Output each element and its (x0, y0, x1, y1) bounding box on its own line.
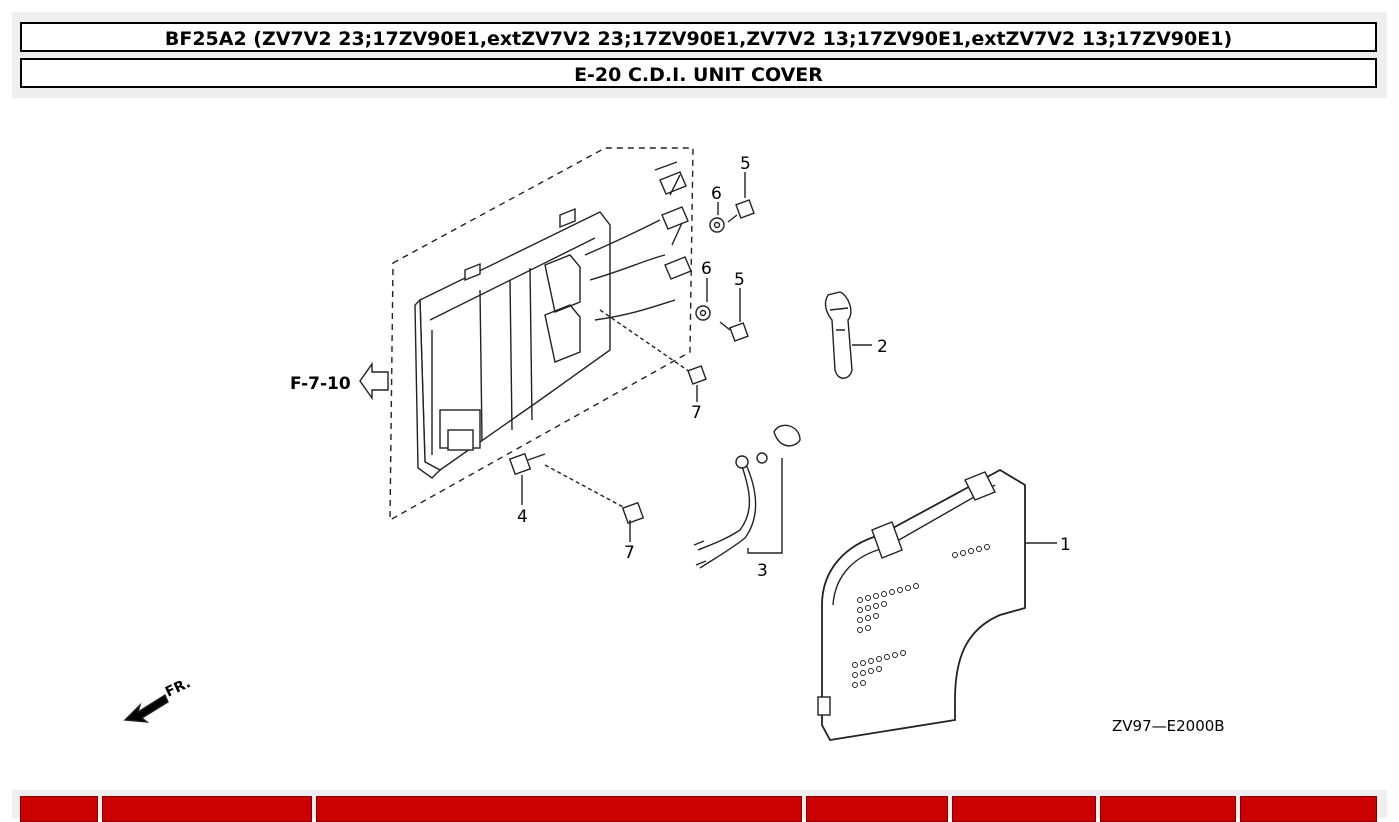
callout-7b[interactable]: 7 (624, 543, 635, 563)
cdi-unit (414, 161, 692, 479)
front-direction-arrow-icon (123, 693, 169, 723)
reference-label[interactable]: F-7-10 (290, 374, 351, 394)
wire-harness-3 (693, 424, 801, 569)
cover-1 (817, 468, 1026, 741)
callout-1[interactable]: 1 (1060, 535, 1071, 555)
bolt-4 (508, 452, 546, 476)
clip-2 (824, 291, 853, 379)
callout-2[interactable]: 2 (877, 337, 888, 357)
section-title: E-20 C.D.I. UNIT COVER (20, 58, 1377, 88)
parts-table-header (12, 790, 1387, 822)
bolt-7-lower (544, 464, 645, 525)
callout-6b[interactable]: 6 (701, 259, 712, 279)
table-header-cell (806, 796, 948, 822)
table-header-cell (952, 796, 1096, 822)
callout-3[interactable]: 3 (757, 561, 768, 581)
callout-5b[interactable]: 5 (734, 270, 745, 290)
diagram-code: ZV97—E2000B (1112, 717, 1225, 735)
table-header-cell (1240, 796, 1377, 822)
header-panel: BF25A2 (ZV7V2 23;17ZV90E1,extZV7V2 23;17… (12, 12, 1387, 98)
bolt-5-upper (727, 199, 755, 223)
washer-6-lower (695, 305, 711, 321)
assembly-outline (389, 147, 694, 522)
table-header-cell (1100, 796, 1236, 822)
callout-4[interactable]: 4 (517, 507, 528, 527)
front-label: FR. (163, 675, 193, 700)
bolt-5-lower (719, 321, 749, 342)
callout-6a[interactable]: 6 (711, 184, 722, 204)
table-header-cell (20, 796, 98, 822)
washer-6-upper (709, 217, 725, 233)
page-title: BF25A2 (ZV7V2 23;17ZV90E1,extZV7V2 23;17… (20, 22, 1377, 52)
table-header-cell (102, 796, 312, 822)
callout-7a[interactable]: 7 (691, 403, 702, 423)
parts-diagram: F-7-10 FR. 1 2 3 4 5 5 6 6 7 7 ZV97—E200… (123, 147, 1225, 741)
reference-arrow-icon (359, 361, 389, 401)
callout-5a[interactable]: 5 (740, 154, 751, 174)
table-header-cell (316, 796, 802, 822)
bolt-7-upper (599, 309, 707, 385)
